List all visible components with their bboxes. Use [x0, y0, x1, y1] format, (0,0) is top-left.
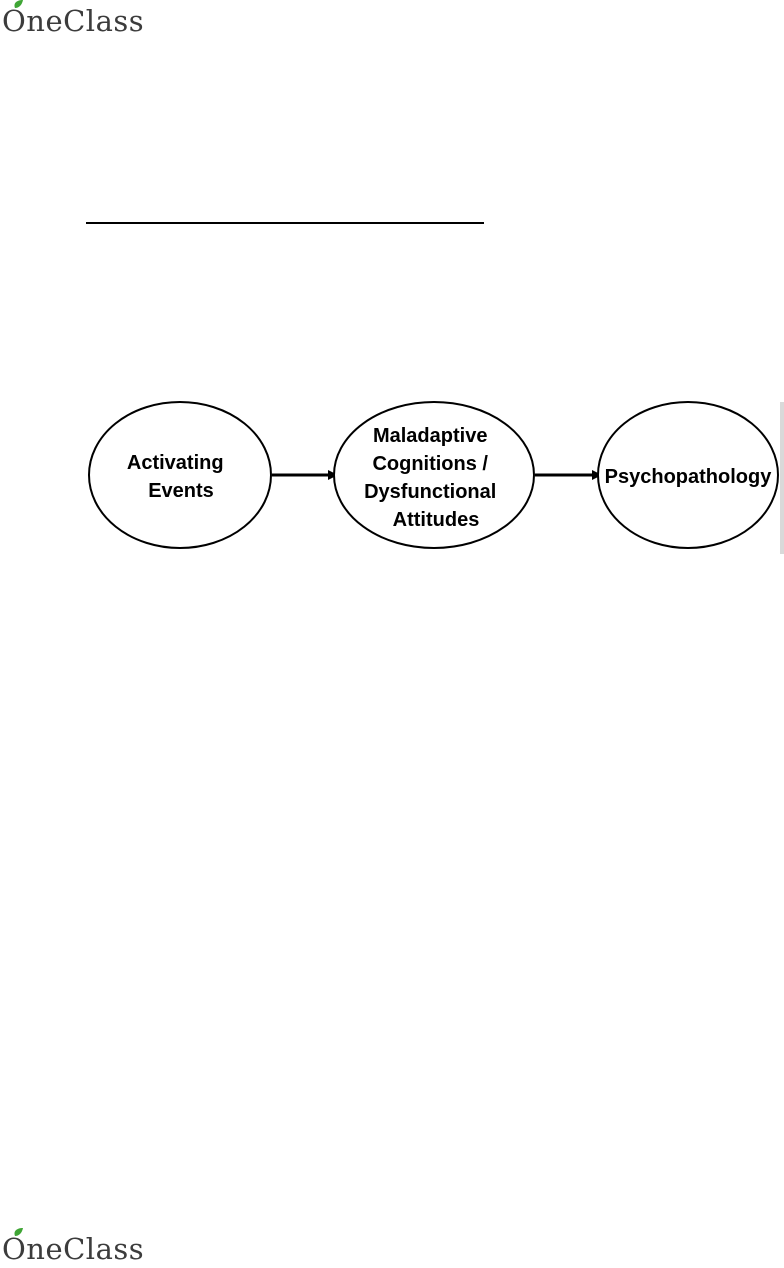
- flow-diagram: Activating Events Maladaptive Cognitions…: [0, 380, 784, 570]
- node-activating-events: Activating Events: [89, 402, 271, 548]
- node-activating-events-line-1: Activating: [127, 452, 224, 474]
- page-edge-strip: [780, 402, 784, 554]
- node-psychopathology-line-1: Psychopathology: [605, 466, 773, 488]
- node-maladaptive-line-2: Cognitions /: [372, 453, 488, 475]
- oneclass-logo-bottom: OneClass: [2, 1228, 162, 1268]
- svg-text:Psychopathology: Psychopathology: [605, 466, 773, 488]
- oneclass-logo-top: OneClass: [2, 0, 162, 40]
- node-maladaptive-line-3: Dysfunctional: [364, 481, 496, 503]
- node-maladaptive-line-1: Maladaptive: [373, 425, 487, 447]
- title-underline: [86, 222, 484, 224]
- node-maladaptive-cognitions: Maladaptive Cognitions / Dysfunctional A…: [334, 402, 534, 548]
- node-activating-events-line-2: Events: [148, 480, 214, 502]
- node-maladaptive-line-4: Attitudes: [393, 509, 480, 531]
- logo-wordmark: OneClass: [2, 1232, 144, 1266]
- logo-wordmark: OneClass: [2, 4, 144, 38]
- node-psychopathology: Psychopathology: [598, 402, 778, 548]
